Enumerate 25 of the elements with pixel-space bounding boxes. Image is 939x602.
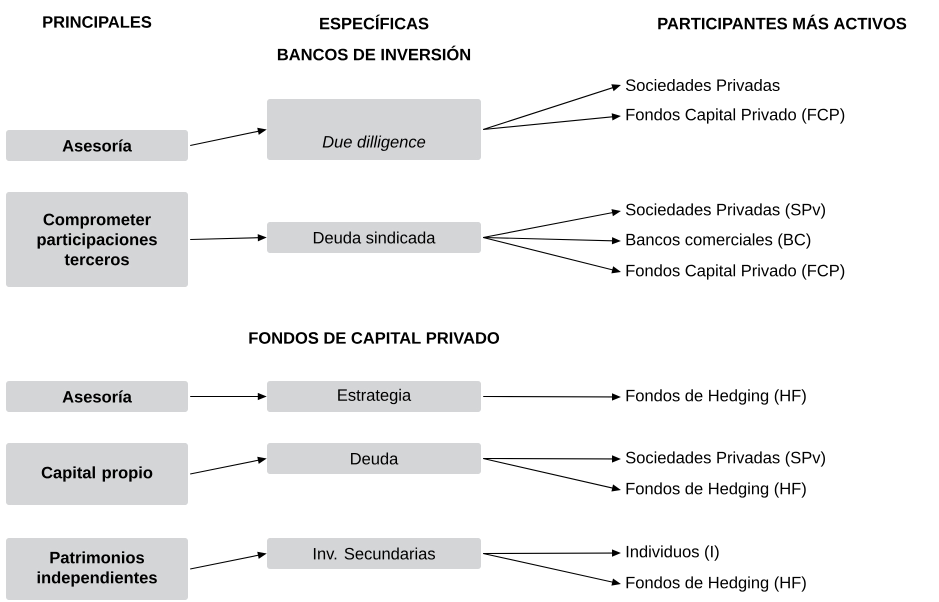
activity-box: Due dilligence <box>267 99 481 160</box>
participant-text: Bancos comerciales (BC) <box>626 233 810 249</box>
participant-text: Fondos de Hedging (HF) <box>626 389 806 405</box>
activity-box: Deuda <box>267 443 481 474</box>
column-heading: PRINCIPALES <box>43 16 152 28</box>
activity-box: Inv. Secundarias <box>267 538 481 569</box>
column-heading: FONDOS DE CAPITAL PRIVADO <box>249 332 500 344</box>
category-box: Asesoría <box>6 381 188 412</box>
participant-text: Sociedades Privadas (SPv) <box>626 203 825 219</box>
column-heading: BANCOS DE INVERSIÓN <box>278 46 470 60</box>
participant-text: Fondos Capital Privado (FCP) <box>626 264 844 280</box>
column-heading: PARTICIPANTES MÁS ACTIVOS <box>658 14 906 30</box>
participant-text: Fondos Capital Privado (FCP) <box>626 108 844 124</box>
column-heading: ESPECÍFICAS <box>320 14 428 30</box>
participant-text: Sociedades Privadas (SPv) <box>626 451 825 467</box>
activity-box: Estrategia <box>267 381 481 412</box>
category-box: Asesoría <box>6 130 188 161</box>
category-box: Patrimonios independientes <box>6 538 188 600</box>
participant-text: Sociedades Privadas <box>626 78 780 92</box>
category-box: Comprometer participaciones terceros <box>6 192 188 287</box>
activity-box: Deuda sindicada <box>267 222 481 253</box>
category-box: Capital propio <box>6 443 188 505</box>
participant-text: Fondos de Hedging (HF) <box>626 482 806 498</box>
participant-text: Individuos (I) <box>626 545 719 561</box>
participant-text: Fondos de Hedging (HF) <box>626 576 806 592</box>
